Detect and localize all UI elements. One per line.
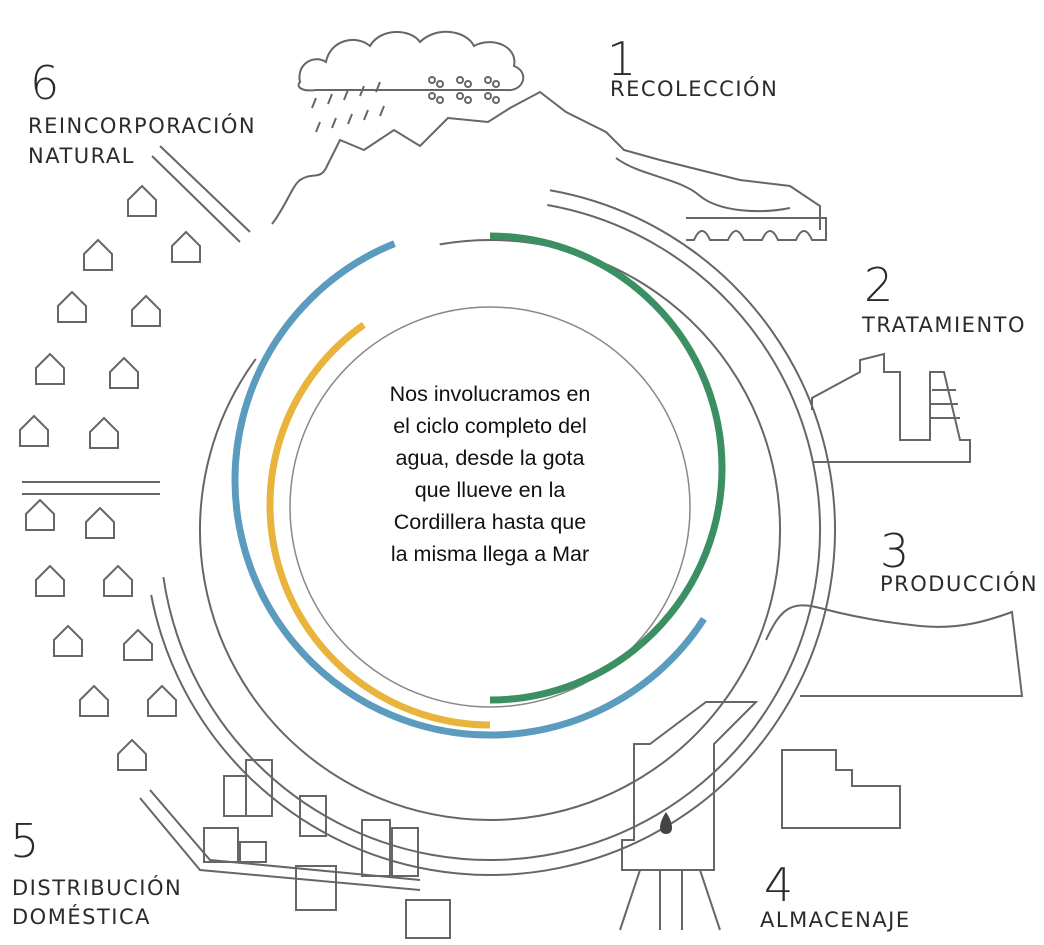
stage-1-label: RECOLECCIÓN: [610, 77, 779, 101]
blue-arc-upper: [231, 240, 707, 739]
inner-ring: [289, 306, 691, 708]
stage-6-label-line2: NATURAL: [28, 144, 135, 168]
stage-5-number: 5: [10, 814, 40, 868]
houses-group: [19, 184, 201, 771]
stage-6-label-line1: REINCORPORACIÓN: [28, 114, 257, 138]
stage-5-label-line1: DISTRIBUCIÓN: [12, 876, 183, 900]
stage-4-label: ALMACENAJE: [760, 908, 911, 932]
storage-building-icon: [781, 749, 901, 829]
outer-pipe-ring-inner: [159, 199, 821, 861]
middle-ring: [199, 239, 781, 821]
center-text-line-6: la misma llega a Mar: [390, 542, 590, 566]
center-description: Nos involucramos en el ciclo completo de…: [355, 378, 625, 570]
cloud-icon: [297, 30, 525, 92]
aqueduct-icon: [686, 217, 827, 241]
river-line: [615, 157, 791, 213]
water-drop-icon: [660, 812, 672, 834]
center-text-line-2: el ciclo completo del: [393, 414, 587, 438]
rain-icon: [311, 76, 500, 133]
center-text-line-4: que llueve en la: [414, 478, 566, 502]
stage-2-number: 2: [864, 258, 894, 312]
yellow-arc: [266, 321, 491, 729]
center-text-line-3: agua, desde la gota: [395, 446, 585, 470]
stage-2-label: TRATAMIENTO: [862, 313, 1027, 337]
stage-6-number: 6: [30, 56, 60, 110]
stage-3-label: PRODUCCIÓN: [880, 572, 1039, 596]
outer-pipe-ring-outer: [144, 184, 836, 876]
chimney-stripes: [930, 389, 960, 419]
stage-3-number: 3: [880, 524, 910, 578]
green-arc: [489, 232, 726, 704]
center-text-line-1: Nos involucramos en: [389, 382, 591, 406]
stage-4-number: 4: [764, 858, 794, 912]
production-water-icon: [765, 604, 1024, 697]
stage-1-number: 1: [607, 32, 637, 86]
streets: [22, 145, 421, 891]
storage-tower-icon: [619, 701, 759, 931]
mountain-icon: [271, 90, 821, 230]
center-text-line-5: Cordillera hasta que: [393, 510, 587, 534]
city-buildings-group: [203, 759, 451, 939]
stage-5-label-line2: DOMÉSTICA: [12, 905, 151, 929]
treatment-plant-icon: [811, 352, 971, 463]
